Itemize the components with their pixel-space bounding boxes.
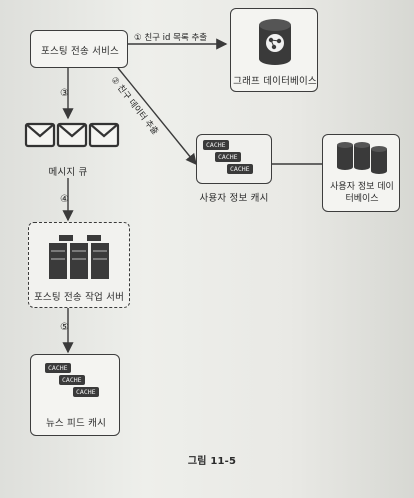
user-db-node: 사용자 정보 데이터베이스 [322,134,400,212]
database-icon [337,142,387,174]
news-feed-cache-label: 뉴스 피드 캐시 [45,418,107,429]
user-cache-node: CACHE CACHE CACHE [196,134,272,184]
graph-db-label: 그래프 데이터베이스 [233,76,317,87]
edge-1-label: ① 친구 id 목록 추출 [134,33,208,43]
posting-service-label: 포스팅 전송 서비스 [41,46,119,57]
message-queue-node [24,120,120,160]
message-queue-label: 메시지 큐 [48,167,88,178]
cache-badge-2: CACHE [215,152,241,162]
cache-badge-6: CACHE [73,387,99,397]
user-db-label: 사용자 정보 데이터베이스 [330,182,394,204]
cache-badge-3: CACHE [227,164,253,174]
edge-2-arrow [117,67,197,166]
worker-server-label: 포스팅 전송 작업 서버 [33,292,125,303]
figure-caption: 그림 11-5 [187,456,237,467]
cache-badge-5: CACHE [59,375,85,385]
cache-badge-1: CACHE [203,140,229,150]
server-icon [49,235,109,279]
worker-server-node: 포스팅 전송 작업 서버 [28,222,130,308]
envelope-icons [24,122,120,148]
edge-3-label: ③ [60,88,69,99]
graph-db-node: 그래프 데이터베이스 [230,8,318,92]
edge-4-label: ④ [60,194,69,205]
edge-5-label: ⑤ [60,322,69,333]
user-cache-label: 사용자 정보 캐시 [199,193,269,204]
cache-badge-4: CACHE [45,363,71,373]
graph-db-icon [259,19,291,65]
news-feed-cache-node: CACHE CACHE CACHE 뉴스 피드 캐시 [30,354,120,436]
posting-service-node: 포스팅 전송 서비스 [30,30,128,68]
